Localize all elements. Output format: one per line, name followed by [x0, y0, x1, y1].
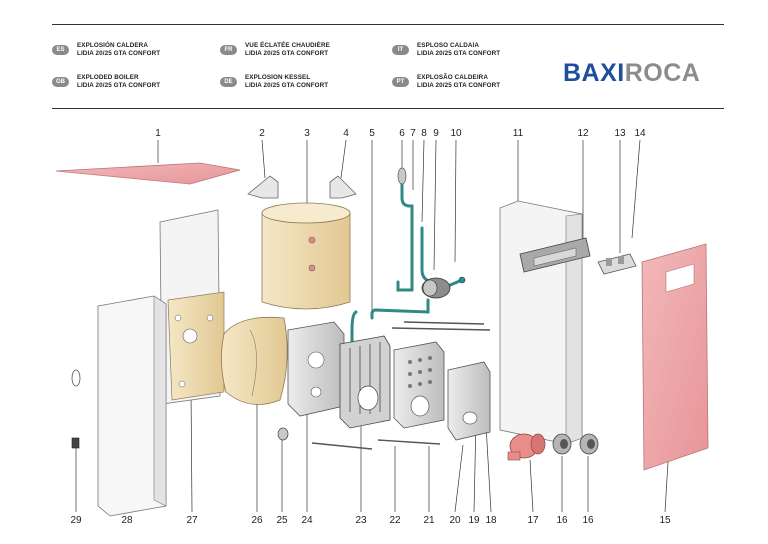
language-badge-it: IT	[392, 44, 409, 55]
caption-de-line1: EXPLOSION KESSEL	[245, 74, 311, 81]
callout-8: 8	[421, 128, 427, 139]
callout-7: 7	[410, 128, 416, 139]
insulated-tank	[261, 202, 351, 310]
small-fitting	[277, 427, 289, 441]
caption-pt-line2: LIDIA 20/25 GTA CONFORT	[417, 81, 501, 89]
caption-fr-line1: VUE ÉCLATÉE CHAUDIÈRE	[245, 42, 330, 49]
front-panel-window	[665, 263, 695, 293]
callout-16a: 16	[556, 515, 568, 526]
language-badge-de: DE	[220, 76, 237, 87]
language-badge-gb: GB	[52, 76, 69, 87]
caption-gb-line2: LIDIA 20/25 GTA CONFORT	[77, 81, 161, 89]
fan-cover	[447, 361, 491, 441]
left-mounting-bracket	[247, 175, 279, 199]
circulation-pump	[421, 276, 466, 299]
callout-2: 2	[259, 128, 265, 139]
tie-rods	[311, 321, 491, 450]
caption-es-line1: EXPLOSIÓN CALDERA	[77, 42, 148, 49]
callout-23: 23	[355, 515, 367, 526]
small-clip	[71, 437, 80, 449]
rear-insulation-plate	[167, 291, 225, 401]
pump-motor	[507, 433, 546, 461]
leader-lines	[75, 139, 669, 513]
callout-14: 14	[634, 128, 646, 139]
callout-10: 10	[450, 128, 462, 139]
caption-de-line2: LIDIA 20/25 GTA CONFORT	[245, 81, 329, 89]
callout-17: 17	[527, 515, 539, 526]
pipe-fitting-right	[579, 433, 599, 455]
callout-19: 19	[468, 515, 480, 526]
language-badge-fr: FR	[220, 44, 237, 55]
callout-11: 11	[513, 128, 524, 139]
front-cover-panel	[641, 243, 709, 471]
callout-24: 24	[301, 515, 313, 526]
callout-26: 26	[251, 515, 263, 526]
callout-9: 9	[433, 128, 439, 139]
caption-it-line2: LIDIA 20/25 GTA CONFORT	[417, 49, 501, 57]
chamber-insulation	[221, 317, 288, 405]
callout-29: 29	[70, 515, 82, 526]
brand-logo: BAXIROCA	[563, 59, 700, 88]
language-badge-es: ES	[52, 44, 69, 55]
callout-4: 4	[343, 128, 349, 139]
logo-part-baxi: BAXI	[563, 59, 625, 87]
callout-18: 18	[485, 515, 497, 526]
heat-exchanger	[339, 335, 391, 429]
small-gasket	[71, 369, 81, 387]
caption-fr-line2: LIDIA 20/25 GTA CONFORT	[245, 49, 329, 57]
burner-plate	[393, 341, 445, 429]
callouts-bottom: 29 28 27 26 25 24 23 22 21 20 19 18 17 1…	[70, 515, 671, 526]
logo-part-roca: ROCA	[624, 59, 701, 87]
callouts-top: 1 2 3 4 5 6 7 8 9 10 11 12 13 14	[155, 128, 646, 139]
callout-1: 1	[155, 128, 161, 139]
caption-gb-line1: EXPLODED BOILER	[77, 74, 139, 81]
valve-top-knob	[397, 167, 407, 185]
callout-6: 6	[399, 128, 405, 139]
callout-28: 28	[121, 515, 133, 526]
caption-es-line2: LIDIA 20/25 GTA CONFORT	[77, 49, 161, 57]
callout-15: 15	[659, 515, 671, 526]
caption-it-line1: ESPLOSO CALDAIA	[417, 42, 480, 49]
callout-12: 12	[577, 128, 589, 139]
header-top-rule	[52, 24, 724, 25]
header-bottom-rule	[52, 108, 724, 109]
callout-3: 3	[304, 128, 310, 139]
callout-27: 27	[186, 515, 198, 526]
right-mounting-bracket	[329, 175, 357, 199]
callout-21: 21	[423, 515, 435, 526]
callout-25: 25	[276, 515, 288, 526]
callout-13: 13	[614, 128, 626, 139]
caption-pt-line1: EXPLOSÃO CALDEIRA	[417, 74, 488, 81]
callout-22: 22	[389, 515, 401, 526]
callout-20: 20	[449, 515, 461, 526]
callout-16b: 16	[582, 515, 594, 526]
burner-housing	[287, 321, 345, 417]
callout-5: 5	[369, 128, 375, 139]
pipe-fitting-left	[552, 433, 572, 455]
connector-block	[597, 253, 637, 275]
language-badge-pt: PT	[392, 76, 409, 87]
